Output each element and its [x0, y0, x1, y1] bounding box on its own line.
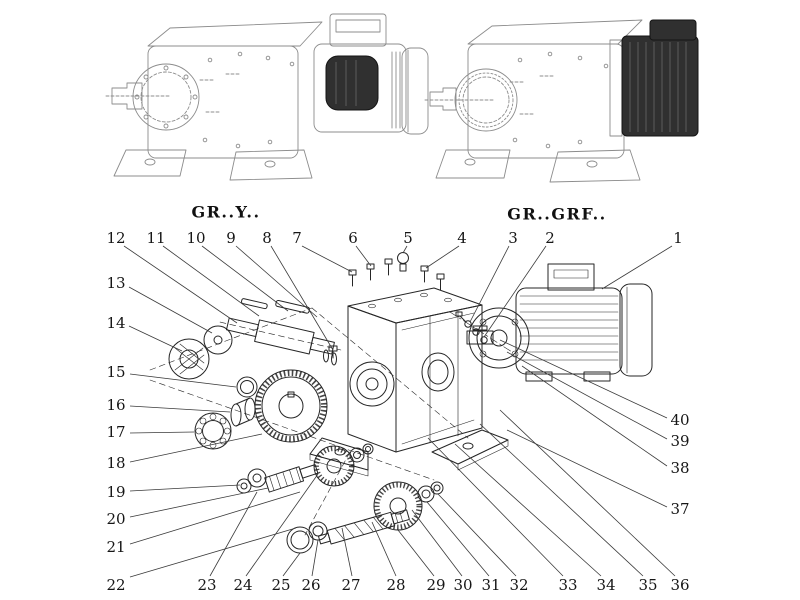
callout-33: 33 [558, 576, 578, 594]
callout-25: 25 [271, 576, 291, 594]
callout-13: 13 [106, 274, 126, 292]
assembled-view-right [424, 19, 699, 183]
construction-lines [149, 307, 469, 536]
callout-1: 1 [673, 229, 683, 247]
callout-7: 7 [292, 229, 302, 247]
callout-35: 35 [638, 576, 658, 594]
exploded-view [149, 252, 653, 554]
callout-9: 9 [226, 229, 236, 247]
motor-assembly [466, 263, 653, 382]
callout-27: 27 [341, 576, 361, 594]
callout-36: 36 [670, 576, 690, 594]
callout-12: 12 [106, 229, 126, 247]
callout-26: 26 [301, 576, 321, 594]
callout-11: 11 [146, 229, 166, 247]
motor-core-shaded [325, 55, 379, 111]
callout-39: 39 [670, 432, 690, 450]
callout-38: 38 [670, 459, 690, 477]
callout-17: 17 [106, 423, 126, 441]
callout-21: 21 [106, 538, 126, 556]
callout-31: 31 [481, 576, 501, 594]
callout-28: 28 [386, 576, 406, 594]
variant-label-gr-y: GR..Y.. [191, 202, 261, 222]
callout-20: 20 [106, 510, 126, 528]
callout-19: 19 [106, 483, 126, 501]
callout-40: 40 [670, 411, 690, 429]
housing-bolts [348, 252, 445, 291]
output-gear-shaft-assembly [286, 481, 444, 554]
callout-3: 3 [508, 229, 518, 247]
leader-lines [123, 245, 676, 578]
seal-and-bearing-stack [168, 325, 258, 450]
compact-motor-shaded [621, 35, 699, 137]
variant-label-gr-grf: GR..GRF.. [507, 204, 607, 224]
callout-8: 8 [262, 229, 272, 247]
callout-18: 18 [106, 454, 126, 472]
callout-32: 32 [509, 576, 529, 594]
flange-fasteners [449, 311, 513, 353]
intermediate-shaft-assembly [236, 443, 374, 494]
output-shaft-assembly [219, 298, 342, 366]
callout-4: 4 [457, 229, 467, 247]
callout-29: 29 [426, 576, 446, 594]
callout-6: 6 [348, 229, 358, 247]
callout-37: 37 [670, 500, 690, 518]
callout-23: 23 [197, 576, 217, 594]
callout-15: 15 [106, 363, 126, 381]
callout-10: 10 [186, 229, 206, 247]
callout-34: 34 [596, 576, 616, 594]
large-helical-gear [254, 369, 328, 443]
assembled-view-left [105, 13, 429, 181]
callout-2: 2 [545, 229, 555, 247]
eyebolt-icon [397, 252, 409, 264]
callout-30: 30 [453, 576, 473, 594]
callout-16: 16 [106, 396, 126, 414]
callout-5: 5 [403, 229, 413, 247]
callout-22: 22 [106, 576, 126, 594]
callout-24: 24 [233, 576, 253, 594]
callout-14: 14 [106, 314, 126, 332]
